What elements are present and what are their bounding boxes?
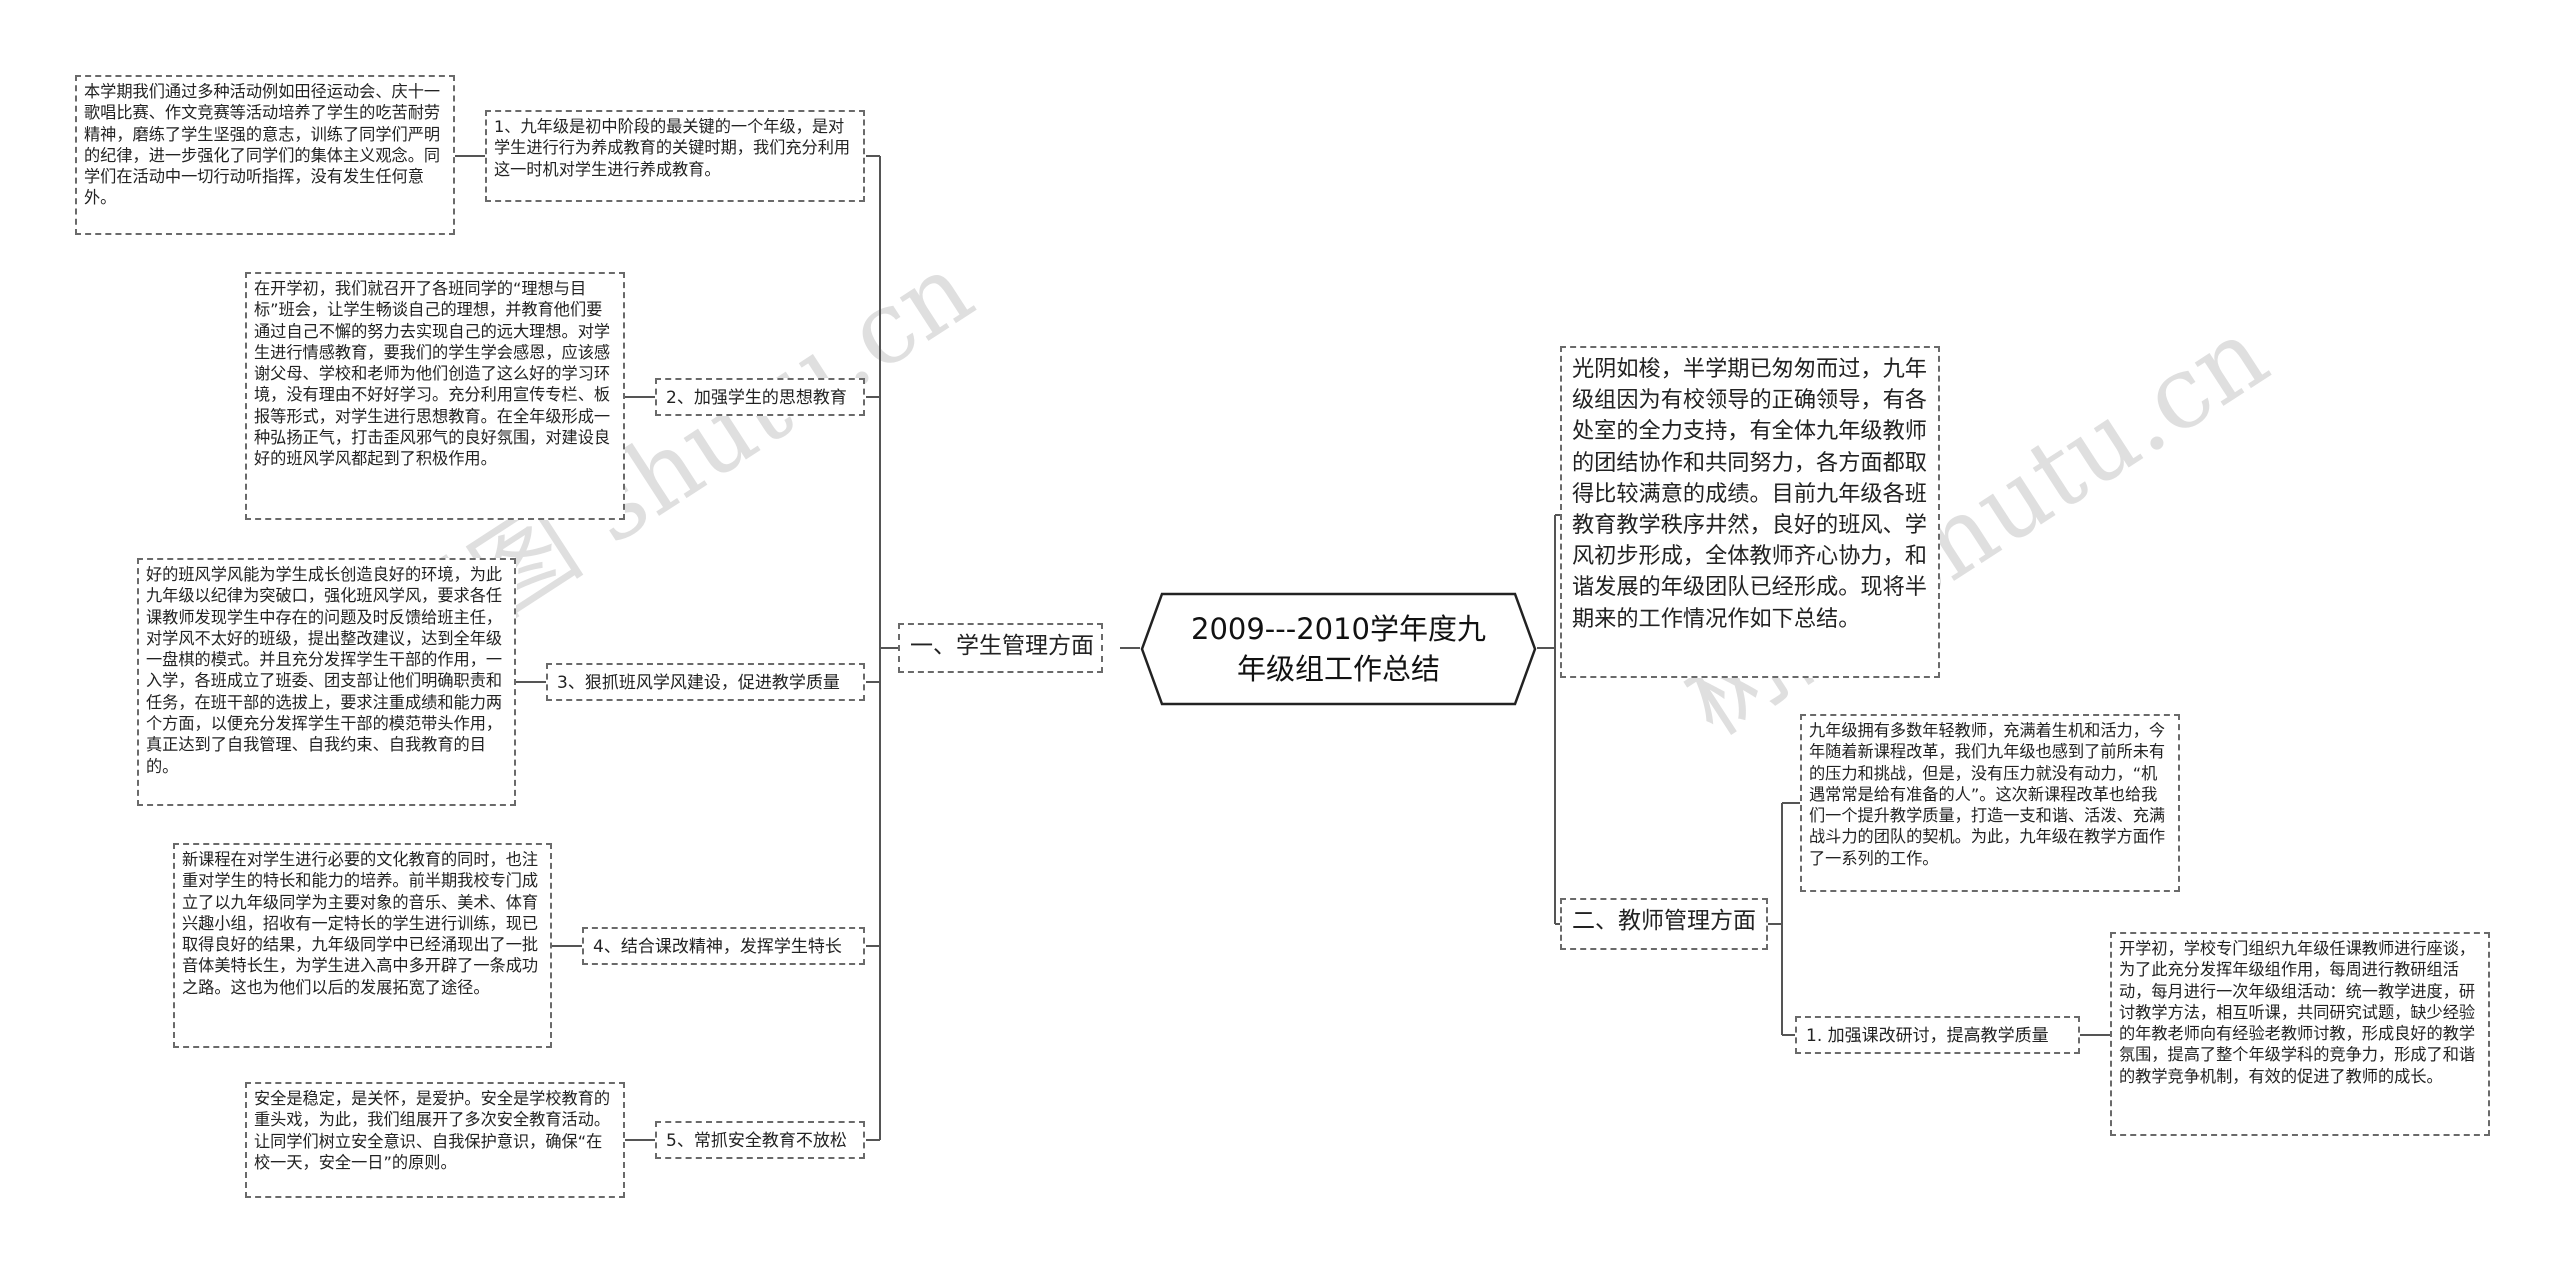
detail-student-4: 新课程在对学生进行必要的文化教育的同时，也注重对学生的特长和能力的培养。前半期我… xyxy=(173,843,552,1048)
main-topic-teacher[interactable]: 二、教师管理方面 xyxy=(1560,898,1768,950)
branch-student-3[interactable]: 3、狠抓班风学风建设，促进教学质量 xyxy=(546,663,865,701)
detail-student-3: 好的班风学风能为学生成长创造良好的环境，为此九年级以纪律为突破口，强化班风学风，… xyxy=(137,558,516,806)
detail-student-2: 在开学初，我们就召开了各班同学的“理想与目标”班会，让学生畅谈自己的理想，并教育… xyxy=(245,272,625,520)
teacher-overview[interactable]: 九年级拥有多数年轻教师，充满着生机和活力，今年随着新课程改革，我们九年级也感到了… xyxy=(1800,714,2180,892)
detail-teacher-1: 开学初，学校专门组织九年级任课教师进行座谈，为了此充分发挥年级组作用，每周进行教… xyxy=(2110,932,2490,1136)
branch-student-2[interactable]: 2、加强学生的思想教育 xyxy=(655,378,865,416)
branch-student-5[interactable]: 5、常抓安全教育不放松 xyxy=(655,1121,865,1159)
main-topic-student[interactable]: 一、学生管理方面 xyxy=(898,623,1103,673)
intro-summary[interactable]: 光阴如梭，半学期已匆匆而过，九年级组因为有校领导的正确领导，有各处室的全力支持，… xyxy=(1560,346,1940,678)
root-node: 2009---2010学年度九年级组工作总结 xyxy=(1140,592,1537,706)
branch-student-1[interactable]: 1、九年级是初中阶段的最关键的一个年级，是对学生进行行为养成教育的关键时期，我们… xyxy=(485,110,865,202)
root-hexagon-shape xyxy=(1140,592,1537,706)
detail-student-5: 安全是稳定，是关怀，是爱护。安全是学校教育的重头戏，为此，我们组展开了多次安全教… xyxy=(245,1082,625,1198)
branch-teacher-1[interactable]: 1. 加强课改研讨，提高教学质量 xyxy=(1795,1016,2080,1054)
branch-student-4[interactable]: 4、结合课改精神，发挥学生特长 xyxy=(582,927,865,965)
root-title: 2009---2010学年度九年级组工作总结 xyxy=(1191,612,1486,686)
detail-student-1: 本学期我们通过多种活动例如田径运动会、庆十一歌唱比赛、作文竞赛等活动培养了学生的… xyxy=(75,75,455,235)
